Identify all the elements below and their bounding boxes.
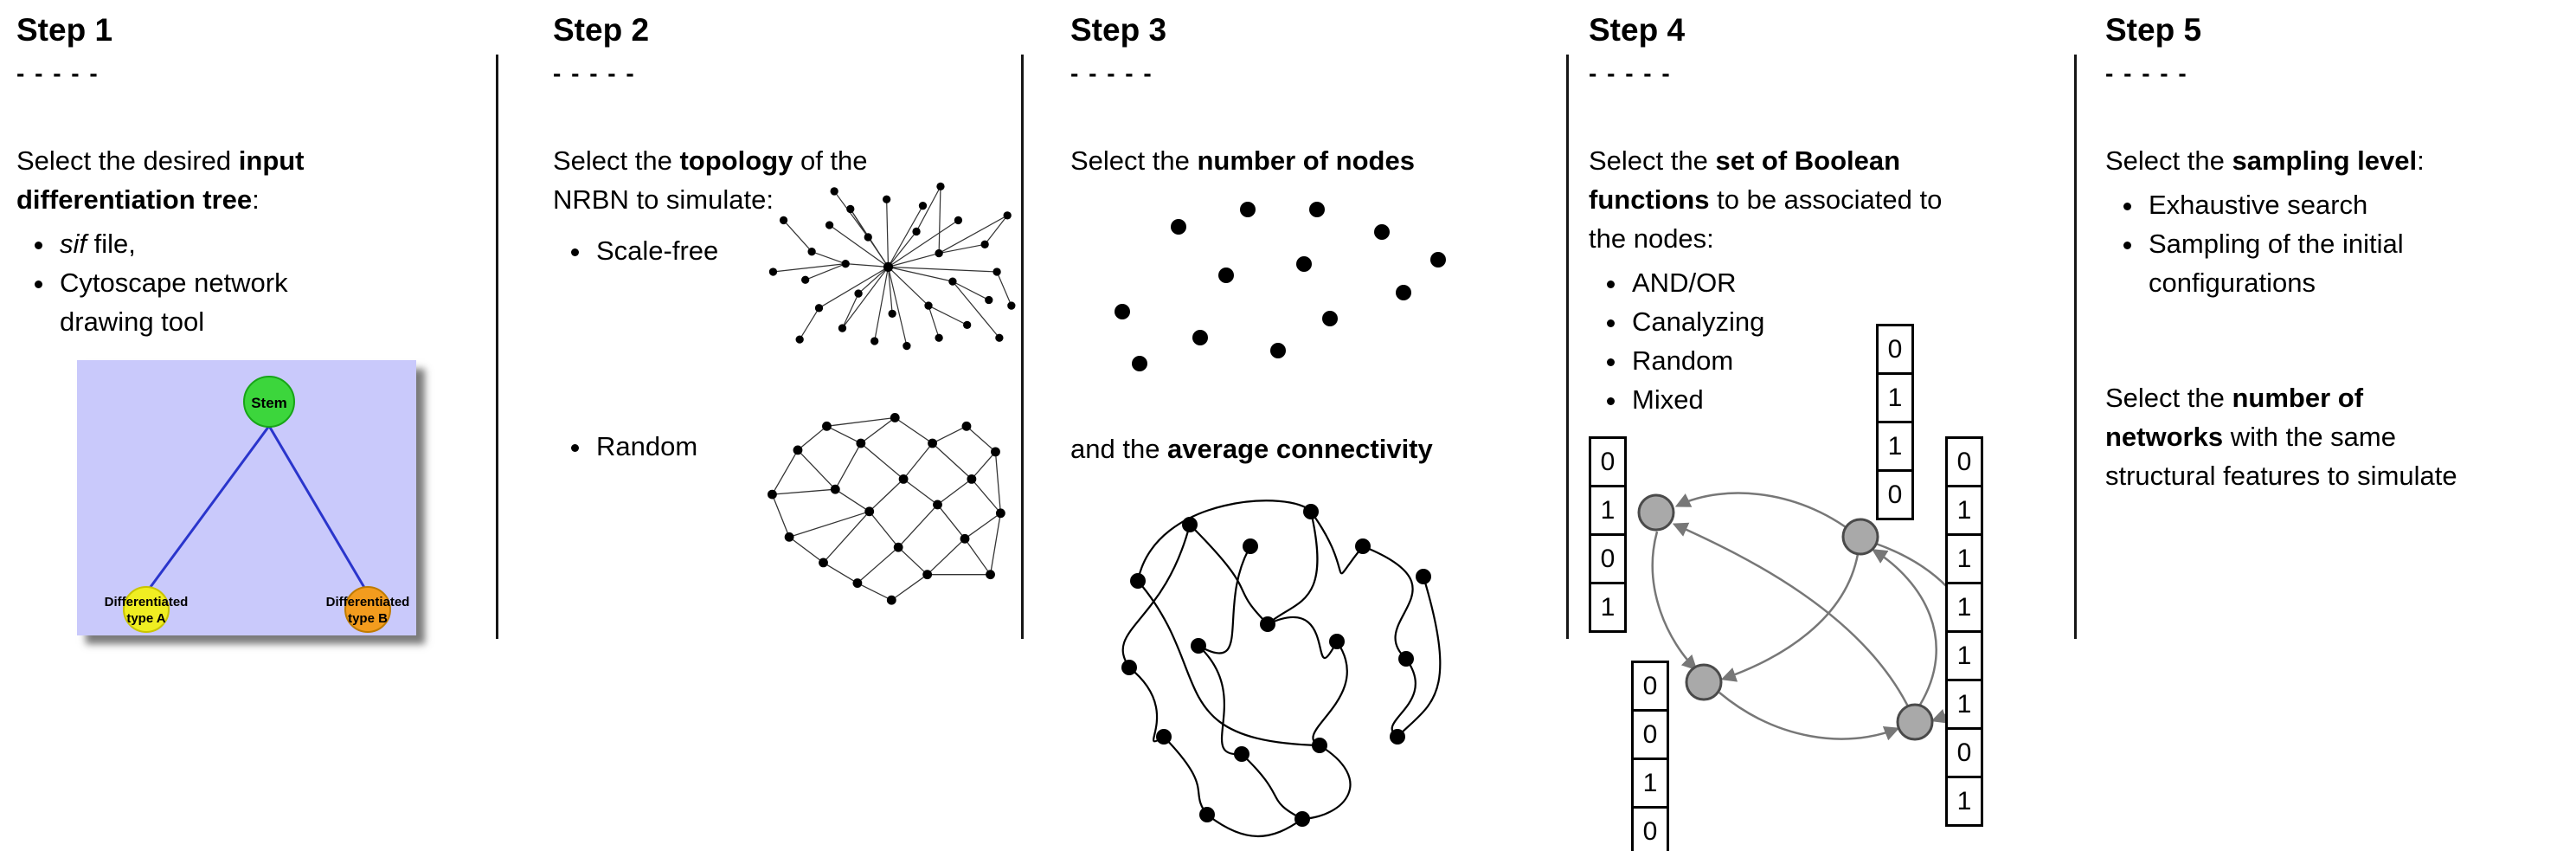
- truth-table-cell: 1: [1945, 485, 1983, 536]
- step-5-panel: Step 5 - - - - - Select the sampling lev…: [2077, 0, 2576, 851]
- truth-table-cell: 0: [1876, 469, 1914, 520]
- boolean-node-b: [1841, 518, 1879, 556]
- step-4-dashes: - - - - -: [1589, 59, 1672, 87]
- bullet-and-or: AND/OR: [1628, 263, 2074, 302]
- nodes-dots-image: [1115, 201, 1446, 371]
- step-3-connectivity-text: and the average connectivity: [1070, 433, 1433, 464]
- differentiation-tree-image: Stem Differentiated type A Differentiate…: [77, 359, 416, 635]
- truth-table-cell: 0: [1945, 436, 1983, 487]
- column-separator-1: [496, 55, 498, 639]
- step-1-title: Step 1: [16, 12, 113, 48]
- type-a-label-line2: type A: [126, 611, 165, 626]
- bullet-scale-free: Scale-free: [593, 231, 740, 270]
- bullet-random-functions: Random: [1628, 341, 2074, 380]
- bold-average-connectivity: average connectivity: [1167, 433, 1433, 464]
- step-3-title: Step 3: [1070, 12, 1167, 48]
- column-separator-3: [1566, 55, 1569, 639]
- step-4-panel: Step 4 - - - - - Select the set of Boole…: [1569, 0, 2074, 851]
- boolean-node-a: [1637, 493, 1675, 532]
- truth-table-cell: 1: [1945, 533, 1983, 584]
- step-5-title: Step 5: [2105, 12, 2202, 48]
- bullet-sif-file: sif file,: [56, 224, 491, 263]
- truth-table-cell: 1: [1945, 582, 1983, 633]
- stem-node: [243, 375, 295, 428]
- boolean-network-figure: 0 1 1 0 0 1 0 1 0 0 1 0 0 1 1 1: [1569, 312, 2074, 851]
- bullet-mixed: Mixed: [1628, 380, 2074, 419]
- step-2-title: Step 2: [553, 12, 650, 48]
- boolean-node-d: [1896, 703, 1934, 741]
- truth-table-cell: 1: [1631, 758, 1669, 809]
- step-4-title: Step 4: [1589, 12, 1686, 48]
- column-separator-2: [1021, 55, 1024, 639]
- scale-free-network-image: [768, 182, 1016, 350]
- truth-table-cell: 1: [1589, 485, 1627, 536]
- truth-table-cell: 1: [1945, 776, 1983, 827]
- truth-table-cell: 0: [1589, 436, 1627, 487]
- truth-table-top: 0 1 1 0: [1876, 324, 1914, 520]
- truth-table-cell: 1: [1945, 630, 1983, 681]
- truth-table-right: 0 1 1 1 1 1 0 1: [1945, 436, 1983, 827]
- differentiation-tree-svg: Stem Differentiated type A Differentiate…: [77, 359, 416, 635]
- step-5-bullets: Exhaustive search Sampling of the initia…: [2105, 185, 2576, 302]
- truth-table-cell: 0: [1876, 324, 1914, 375]
- step-4-bullets: AND/OR Canalyzing Random Mixed: [1589, 263, 2074, 419]
- truth-table-cell: 0: [1631, 806, 1669, 851]
- type-b-node: [344, 585, 391, 633]
- truth-table-cell: 0: [1631, 661, 1669, 712]
- step-1-panel: Step 1 - - - - - Select the desired inpu…: [0, 0, 496, 851]
- connectivity-graph-image: [1121, 499, 1442, 837]
- boolean-node-c: [1685, 663, 1723, 701]
- column-separator-4: [2074, 55, 2077, 639]
- truth-table-cell: 1: [1876, 372, 1914, 423]
- bold-set-of-boolean: set of Boolean: [1715, 145, 1901, 176]
- bullet-exhaustive-search: Exhaustive search: [2145, 185, 2576, 224]
- bullet-canalyzing: Canalyzing: [1628, 302, 2074, 341]
- step-5-intro: Select the sampling level:: [2105, 145, 2425, 176]
- bold-differentiation-tree: differentiation tree: [16, 184, 253, 215]
- truth-table-cell: 0: [1589, 533, 1627, 584]
- bold-number-of-nodes: number of nodes: [1197, 145, 1415, 176]
- step-2-dashes: - - - - -: [553, 59, 636, 87]
- step-2-bullet-scale-free-list: Scale-free: [553, 231, 740, 270]
- truth-table-cell: 1: [1876, 421, 1914, 472]
- boolean-network-graph: [1637, 492, 1980, 741]
- type-b-label-line1: Differentiated: [326, 595, 410, 609]
- step-2-bullet-random-list: Random: [553, 427, 740, 466]
- truth-table-cell: 1: [1589, 582, 1627, 633]
- random-row: Random: [553, 392, 1021, 609]
- bold-topology: topology: [679, 145, 793, 176]
- truth-table-cell: 1: [1945, 679, 1983, 730]
- truth-table-left: 0 1 0 1: [1589, 436, 1627, 633]
- bullet-random: Random: [593, 427, 740, 466]
- truth-table-cell: 0: [1631, 709, 1669, 760]
- truth-table-bottom-left: 0 0 1 0: [1631, 661, 1669, 851]
- step-5-dashes: - - - - -: [2105, 59, 2188, 87]
- step-1-dashes: - - - - -: [16, 59, 100, 87]
- bold-functions: functions: [1589, 184, 1710, 215]
- type-a-label-line1: Differentiated: [105, 595, 189, 609]
- bold-sampling-level: sampling level: [2232, 145, 2418, 176]
- scale-free-row: Scale-free: [553, 182, 1021, 373]
- step-3-panel: Step 3 - - - - - Select the number of no…: [1024, 0, 1566, 851]
- step-3-intro: Select the number of nodes: [1070, 145, 1415, 176]
- type-a-node: [123, 585, 170, 633]
- random-network-image: [768, 412, 1005, 605]
- step-3-dashes: - - - - -: [1070, 59, 1153, 87]
- step-2-panel: Step 2 - - - - - Select the topology of …: [498, 0, 1021, 851]
- truth-table-cell: 0: [1945, 727, 1983, 778]
- bold-input: input: [238, 145, 305, 176]
- stem-label: Stem: [251, 395, 287, 411]
- bold-number-of: number of: [2232, 382, 2364, 413]
- bold-networks: networks: [2105, 421, 2224, 452]
- type-b-label-line2: type B: [348, 611, 388, 626]
